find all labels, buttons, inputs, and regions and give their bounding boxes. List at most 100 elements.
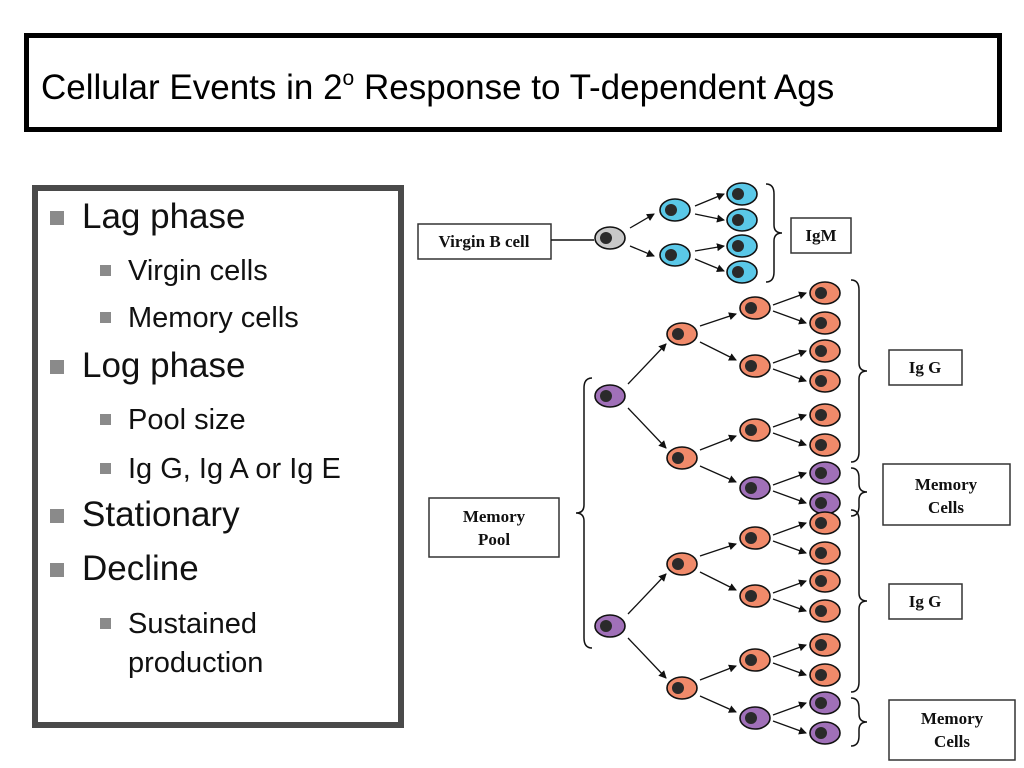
plasma-cell — [739, 296, 771, 320]
arrow — [629, 213, 655, 229]
memory-cell — [594, 614, 626, 638]
arrow — [699, 312, 737, 327]
arrow — [772, 701, 807, 716]
igm-secreting-cell — [726, 208, 758, 232]
sub-bullet-memory-cells: Memory cells — [128, 302, 299, 334]
igg-lower-label: Ig G — [909, 592, 942, 611]
plasma-cell — [809, 541, 841, 565]
bullet-lag-phase: Lag phase — [82, 197, 246, 236]
plasma-cell — [809, 281, 841, 305]
activated-b-cell — [666, 446, 698, 470]
plasma-cell — [809, 311, 841, 335]
igm-secreting-cell — [726, 182, 758, 206]
memory-cells-upper-bracket — [850, 467, 868, 517]
virgin-b-cell-label-box: Virgin B cell — [417, 223, 552, 260]
slide-title: Cellular Events in 2o Response to T-depe… — [41, 67, 835, 108]
title-main: Cellular Events in 2 — [41, 68, 343, 107]
sub-bullet-square-icon — [100, 312, 111, 323]
arrow — [772, 720, 807, 735]
igm-cell — [659, 243, 691, 267]
memory-cell — [594, 384, 626, 408]
memory-cell — [809, 691, 841, 715]
bullet-panel: Lag phase Virgin cells Memory cells Log … — [32, 185, 404, 728]
plasma-cell — [809, 403, 841, 427]
bullet-decline: Decline — [82, 549, 199, 588]
sub-bullet-square-icon — [100, 414, 111, 425]
arrow — [694, 192, 725, 207]
memory-cells-lower-label-line1: Memory — [921, 709, 984, 728]
memory-pool-bracket — [575, 377, 593, 649]
arrow — [699, 341, 737, 361]
arrow — [772, 413, 807, 428]
arrow — [699, 465, 737, 483]
igm-label: IgM — [805, 226, 836, 245]
plasma-cell — [809, 633, 841, 657]
plasma-cell — [739, 526, 771, 550]
memory-pool-label-line1: Memory — [463, 507, 526, 526]
plasma-cell — [809, 599, 841, 623]
plasma-cell — [739, 418, 771, 442]
plasma-cell — [739, 648, 771, 672]
arrow — [627, 637, 667, 679]
igm-label-box: IgM — [790, 217, 852, 254]
igm-bracket — [765, 183, 783, 283]
igm-secreting-cell — [726, 234, 758, 258]
arrow — [694, 258, 725, 273]
arrow — [699, 434, 737, 451]
memory-cells-lower-bracket — [850, 697, 868, 747]
arrow — [699, 571, 737, 591]
plasma-cell — [809, 511, 841, 535]
arrow — [772, 368, 807, 383]
memory-cell — [739, 476, 771, 500]
arrow — [772, 540, 807, 555]
sub-bullet-pool-size: Pool size — [128, 404, 246, 436]
arrow — [699, 695, 737, 713]
arrow — [629, 245, 655, 257]
igm-cell — [659, 198, 691, 222]
plasma-cell — [809, 339, 841, 363]
arrow — [772, 490, 807, 505]
arrow — [772, 471, 807, 486]
arrow — [694, 243, 725, 252]
igg-upper-label: Ig G — [909, 358, 942, 377]
igg-lower-label-box: Ig G — [888, 583, 963, 620]
sub-bullet-square-icon — [100, 463, 111, 474]
bullet-square-icon — [50, 360, 64, 374]
arrow — [627, 343, 667, 385]
bullet-stationary: Stationary — [82, 495, 240, 534]
memory-cell — [809, 491, 841, 515]
plasma-cell — [809, 433, 841, 457]
plasma-cell — [739, 354, 771, 378]
arrow — [772, 662, 807, 677]
plasma-cell — [809, 369, 841, 393]
plasma-cell — [809, 663, 841, 687]
memory-cells-upper-label-line2: Cells — [928, 498, 964, 517]
sub-bullet-ig-types: Ig G, Ig A or Ig E — [128, 453, 341, 485]
bullet-square-icon — [50, 563, 64, 577]
plasma-cell — [809, 569, 841, 593]
memory-cell — [809, 721, 841, 745]
memory-cell — [739, 706, 771, 730]
plasma-cell — [739, 584, 771, 608]
title-box: Cellular Events in 2o Response to T-depe… — [24, 33, 1002, 132]
arrow — [699, 664, 737, 681]
activated-b-cell — [666, 676, 698, 700]
igg-lower-bracket — [850, 509, 868, 693]
title-rest: Response to T-dependent Ags — [354, 68, 835, 107]
arrow — [772, 521, 807, 536]
sub-bullet-production: production — [128, 647, 264, 679]
sub-bullet-square-icon — [100, 265, 111, 276]
sub-bullet-square-icon — [100, 618, 111, 629]
arrow — [772, 349, 807, 364]
arrow — [772, 579, 807, 594]
sub-bullet-virgin-cells: Virgin cells — [128, 255, 268, 287]
arrow — [772, 291, 807, 306]
memory-cell — [809, 461, 841, 485]
memory-cells-lower-label-line2: Cells — [934, 732, 970, 751]
arrow — [772, 643, 807, 658]
arrow — [627, 407, 667, 449]
memory-pool-label-line2: Pool — [478, 530, 510, 549]
memory-pool-label-box: Memory Pool — [428, 497, 560, 558]
arrow — [699, 542, 737, 557]
